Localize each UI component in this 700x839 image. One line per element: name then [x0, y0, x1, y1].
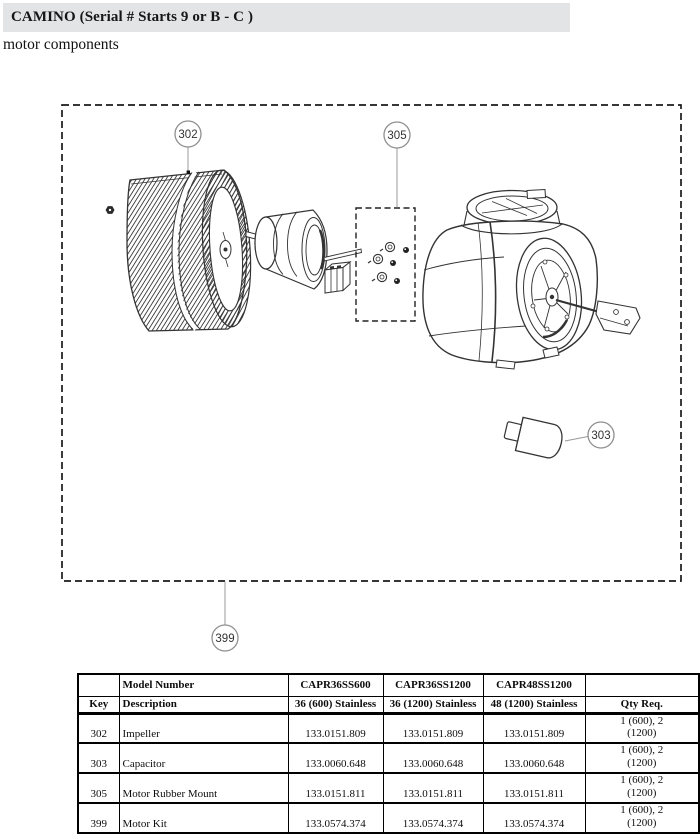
rubber-mount-2	[367, 253, 384, 265]
row-description: Capacitor	[118, 742, 289, 774]
table-header-columns: Key Description 36 (600) Stainless 36 (1…	[77, 695, 700, 715]
motor-drawing	[245, 209, 363, 294]
table-row: 399 Motor Kit 133.0574.374 133.0574.374 …	[77, 802, 700, 834]
callout-303: 303	[564, 421, 615, 449]
mount-nut-1	[403, 247, 409, 253]
table-row: 302 Impeller 133.0151.809 133.0151.809 1…	[77, 711, 700, 744]
mount-hardware-box	[355, 207, 416, 322]
impeller-drawing	[105, 169, 252, 332]
section-header-bar: CAMINO (Serial # Starts 9 or B - C )	[3, 3, 570, 32]
empty-cell	[584, 673, 700, 697]
row-description: Motor Kit	[118, 802, 289, 834]
row-description: Motor Rubber Mount	[118, 772, 289, 804]
motor-terminal-block	[323, 260, 352, 294]
row-key: 302	[77, 711, 120, 744]
callout-305-label: 305	[387, 130, 406, 142]
row-key: 399	[77, 802, 120, 834]
callout-302: 302	[174, 120, 202, 174]
row-part-number: 133.0574.374	[482, 802, 586, 834]
diagram-boundary	[61, 104, 682, 582]
row-part-number: 133.0151.809	[382, 711, 484, 744]
variant-48-1200: 48 (1200) Stainless	[482, 695, 586, 715]
mount-nut-3	[394, 278, 400, 284]
row-qty: 1 (600), 2 (1200)	[584, 742, 700, 774]
rubber-mount-1	[379, 241, 396, 253]
row-part-number: 133.0151.811	[287, 772, 384, 804]
row-part-number: 133.0574.374	[382, 802, 484, 834]
row-part-number: 133.0151.811	[382, 772, 484, 804]
parts-table: Model Number CAPR36SS600 CAPR36SS1200 CA…	[77, 673, 700, 835]
row-part-number: 133.0060.648	[482, 742, 586, 774]
rubber-mount-3	[371, 271, 388, 283]
row-key: 305	[77, 772, 120, 804]
row-part-number: 133.0151.811	[482, 772, 586, 804]
row-part-number: 133.0060.648	[382, 742, 484, 774]
callout-305: 305	[383, 121, 411, 208]
callout-399: 399	[211, 581, 239, 652]
variant-36-1200: 36 (1200) Stainless	[382, 695, 484, 715]
callout-303-label: 303	[591, 430, 610, 442]
blower-housing-drawing	[422, 188, 641, 370]
capacitor-drawing	[503, 416, 563, 459]
key-header: Key	[77, 695, 120, 715]
model-capr48ss1200: CAPR48SS1200	[482, 673, 586, 697]
model-capr36ss1200: CAPR36SS1200	[382, 673, 484, 697]
model-capr36ss600: CAPR36SS600	[287, 673, 384, 697]
row-part-number: 133.0574.374	[287, 802, 384, 834]
impeller-nut	[105, 206, 115, 214]
description-header: Description	[118, 695, 289, 715]
table-row: 305 Motor Rubber Mount 133.0151.811 133.…	[77, 772, 700, 804]
variant-36-600: 36 (600) Stainless	[287, 695, 384, 715]
table-header-models: Model Number CAPR36SS600 CAPR36SS1200 CA…	[77, 673, 700, 697]
mount-nut-2	[390, 260, 396, 266]
row-part-number: 133.0151.809	[482, 711, 586, 744]
row-qty: 1 (600), 2 (1200)	[584, 802, 700, 834]
callout-302-label: 302	[178, 129, 197, 141]
row-description: Impeller	[118, 711, 289, 744]
empty-cell	[77, 673, 120, 697]
row-key: 303	[77, 742, 120, 774]
page-title: CAMINO (Serial # Starts 9 or B - C )	[11, 9, 254, 25]
row-qty: 1 (600), 2 (1200)	[584, 711, 700, 744]
row-part-number: 133.0060.648	[287, 742, 384, 774]
model-number-header: Model Number	[118, 673, 289, 697]
row-qty: 1 (600), 2 (1200)	[584, 772, 700, 804]
row-part-number: 133.0151.809	[287, 711, 384, 744]
callout-399-label: 399	[215, 633, 234, 645]
page-subtitle: motor components	[3, 36, 119, 53]
table-row: 303 Capacitor 133.0060.648 133.0060.648 …	[77, 742, 700, 774]
qty-header: Qty Req.	[584, 695, 700, 715]
